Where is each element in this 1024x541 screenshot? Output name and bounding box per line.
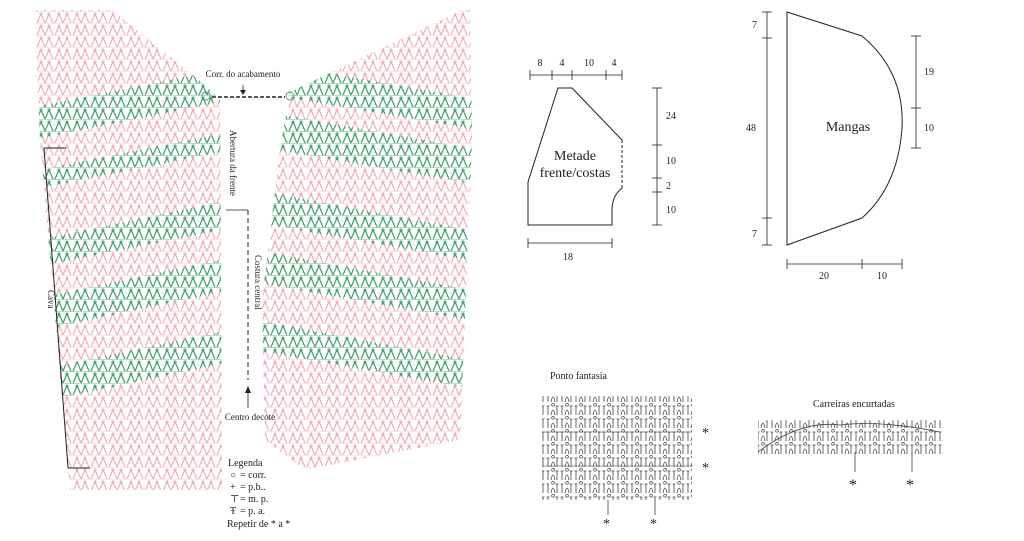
- right-front-chart: [262, 10, 472, 470]
- pf-asterisk-2: *: [702, 461, 709, 476]
- carreiras-encurtadas-chart: Carreiras encurtadas * *: [757, 399, 943, 494]
- body-title-2: frente/costas: [540, 166, 611, 181]
- legend-symbol-pa: Ŧ: [230, 506, 236, 517]
- finishing-label: Corr. do acabamento: [206, 69, 281, 79]
- sleeve-bottom-dim-2: 10: [877, 271, 887, 282]
- legend-text-mp: = m. p.: [240, 494, 268, 505]
- body-schematic: 8 4 10 4 Metade frente/costas 24 10 2 10…: [527, 58, 676, 263]
- front-opening-marker: Abertura da frente: [226, 130, 249, 380]
- body-top-dim-3: 10: [584, 58, 594, 69]
- front-opening-label: Abertura da frente: [228, 130, 238, 196]
- body-right-dim-2: 10: [666, 156, 676, 167]
- body-right-dim-1: 24: [666, 111, 676, 122]
- left-green-bands: [35, 68, 222, 404]
- body-top-dim-1: 8: [538, 58, 543, 69]
- right-green-bands: [262, 60, 472, 390]
- ce-asterisk-1: *: [849, 477, 857, 494]
- legend: Legenda ○ = corr. + = p.b.. ⊤ = m. p. Ŧ …: [227, 458, 290, 530]
- finishing-chain-marker: Corr. do acabamento: [201, 69, 295, 101]
- sleeve-title: Mangas: [826, 120, 870, 135]
- pf-asterisk-3: *: [603, 517, 610, 532]
- legend-symbol-corr: ○: [230, 470, 236, 481]
- body-bottom-dim: 18: [563, 252, 573, 263]
- pf-asterisk-4: *: [650, 517, 657, 532]
- sleeve-right-dim-2: 10: [924, 123, 934, 134]
- center-seam-label: Costura central: [253, 255, 263, 310]
- legend-repeat: Repetir de * a *: [227, 519, 290, 530]
- pf-asterisk-1: *: [702, 426, 709, 441]
- sleeve-outline: [786, 11, 903, 246]
- legend-text-pb: = p.b..: [240, 482, 266, 493]
- sleeve-left-dim-1: 7: [752, 20, 757, 31]
- legend-text-corr: = corr.: [240, 470, 266, 481]
- center-neck-label: Centro decote: [225, 412, 275, 422]
- sleeve-schematic: 7 48 7 Mangas 19 10 20 10: [746, 11, 934, 282]
- body-top-dim-4: 4: [612, 58, 617, 69]
- legend-symbol-pb: +: [230, 482, 236, 493]
- body-right-dim-4: 10: [666, 205, 676, 216]
- legend-symbol-mp: ⊤: [230, 494, 239, 505]
- armhole-bracket: Cava: [43, 147, 90, 469]
- sleeve-left-dim-2: 48: [746, 123, 756, 134]
- carreiras-title: Carreiras encurtadas: [813, 399, 895, 410]
- sleeve-right-dim-1: 19: [924, 67, 934, 78]
- sleeve-bottom-dim-1: 20: [819, 271, 829, 282]
- sleeve-left-dim-3: 7: [752, 229, 757, 240]
- armhole-label: Cava: [46, 290, 56, 309]
- center-neck-marker: Centro decote: [225, 386, 275, 422]
- ponto-fantasia-title: Ponto fantasia: [550, 371, 607, 382]
- body-title-1: Metade: [554, 149, 596, 164]
- ponto-fantasia-chart: Ponto fantasia * * * *: [542, 371, 709, 532]
- body-right-dim-3: 2: [666, 181, 671, 192]
- legend-text-pa: = p. a.: [240, 506, 265, 517]
- body-outline: [527, 87, 623, 226]
- ce-asterisk-2: *: [906, 477, 914, 494]
- left-front-chart: [35, 10, 222, 490]
- body-top-dim-2: 4: [560, 58, 565, 69]
- legend-title: Legenda: [228, 458, 263, 469]
